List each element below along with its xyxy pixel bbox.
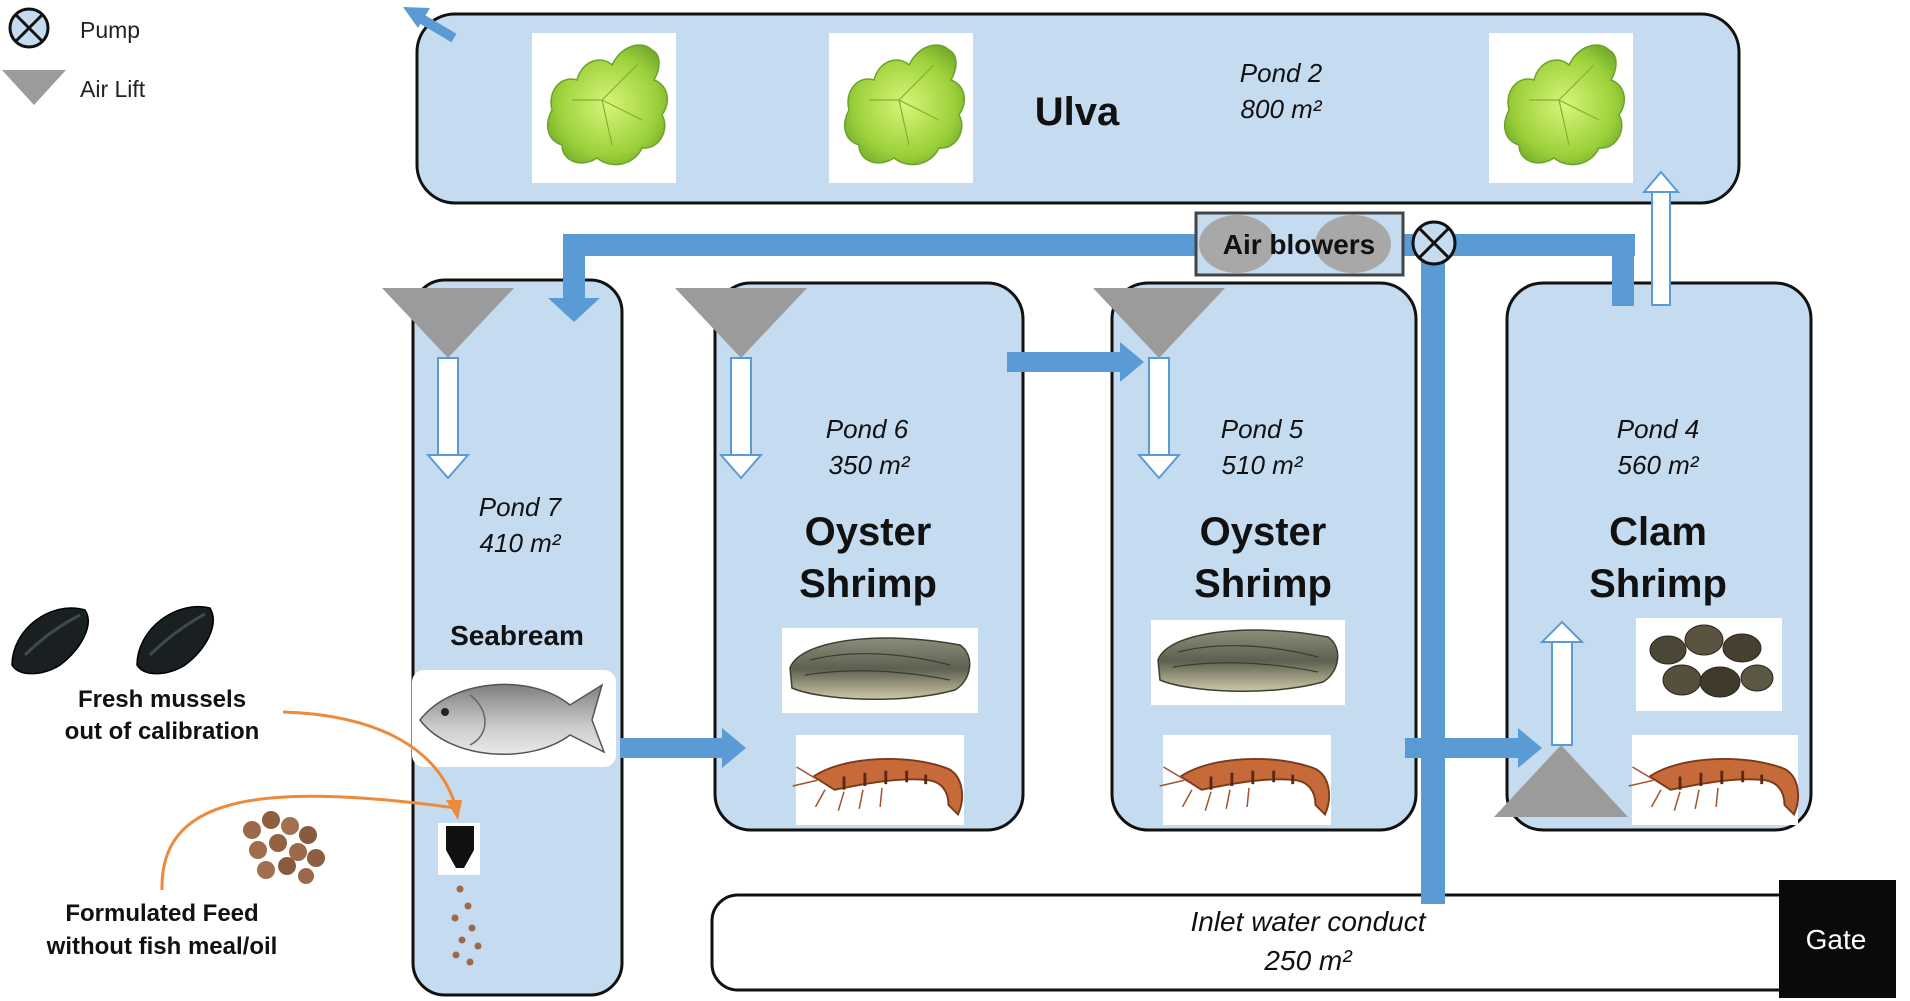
- pond7-species: Seabream: [450, 620, 584, 651]
- distribution-pipes: [548, 234, 1635, 904]
- pond4-species-1: Clam: [1609, 510, 1707, 554]
- inlet-water-conduct: Inlet water conduct 250 m²: [712, 895, 1892, 990]
- pump-icon: [1413, 222, 1455, 264]
- pond5-name: Pond 5: [1221, 414, 1304, 444]
- mussels-label-1: Fresh mussels: [78, 686, 246, 713]
- air-blowers: Air blowers: [1196, 213, 1403, 275]
- ulva-image: [829, 33, 973, 183]
- inlet-label: Inlet water conduct: [1190, 906, 1426, 937]
- ulva-pond-area: 800 m²: [1241, 94, 1323, 124]
- formulated-feed-label-1: Formulated Feed: [65, 900, 258, 927]
- ulva-pond-name: Pond 2: [1240, 58, 1323, 88]
- oyster-image: [1151, 620, 1345, 705]
- mussel-icon: [137, 607, 213, 674]
- pond4-area: 560 m²: [1618, 450, 1700, 480]
- airlift-icon: [2, 70, 66, 105]
- pond6-area: 350 m²: [829, 450, 911, 480]
- gate: Gate: [1779, 880, 1896, 998]
- mussel-icon: [12, 608, 88, 674]
- legend-pump-label: Pump: [80, 17, 140, 43]
- pond4-species-2: Shrimp: [1589, 562, 1727, 606]
- pond6-species-1: Oyster: [805, 510, 932, 554]
- gate-label: Gate: [1806, 924, 1867, 955]
- shrimp-image: [1160, 735, 1331, 825]
- pump-icon: [10, 9, 48, 47]
- seabream-image: [412, 670, 616, 767]
- pond7-area: 410 m²: [480, 528, 562, 558]
- legend-airlift-label: Air Lift: [80, 76, 146, 102]
- inlet-area: 250 m²: [1263, 945, 1353, 976]
- ulva-pond: Ulva Pond 2 800 m²: [417, 14, 1739, 203]
- pond5-species-1: Oyster: [1200, 510, 1327, 554]
- mussels-label-2: out of calibration: [65, 718, 260, 745]
- pond6-name: Pond 6: [826, 414, 909, 444]
- shrimp-image: [1629, 735, 1798, 825]
- air-blowers-label: Air blowers: [1223, 229, 1375, 260]
- shrimp-image: [793, 735, 964, 825]
- feed-pellets-icon: [234, 805, 328, 887]
- ulva-image: [1489, 33, 1633, 183]
- clam-image: [1636, 618, 1782, 711]
- feeder-icon: [438, 823, 480, 875]
- pond7-name: Pond 7: [479, 492, 563, 522]
- pond5-species-2: Shrimp: [1194, 562, 1332, 606]
- formulated-feed-label-2: without fish meal/oil: [46, 933, 278, 960]
- legend: Pump Air Lift: [2, 9, 146, 105]
- ulva-image: [532, 33, 676, 183]
- pond4-name: Pond 4: [1617, 414, 1699, 444]
- ulva-species-label: Ulva: [1035, 90, 1120, 134]
- pond5-area: 510 m²: [1222, 450, 1304, 480]
- oyster-image: [782, 628, 978, 713]
- pond6-species-2: Shrimp: [799, 562, 937, 606]
